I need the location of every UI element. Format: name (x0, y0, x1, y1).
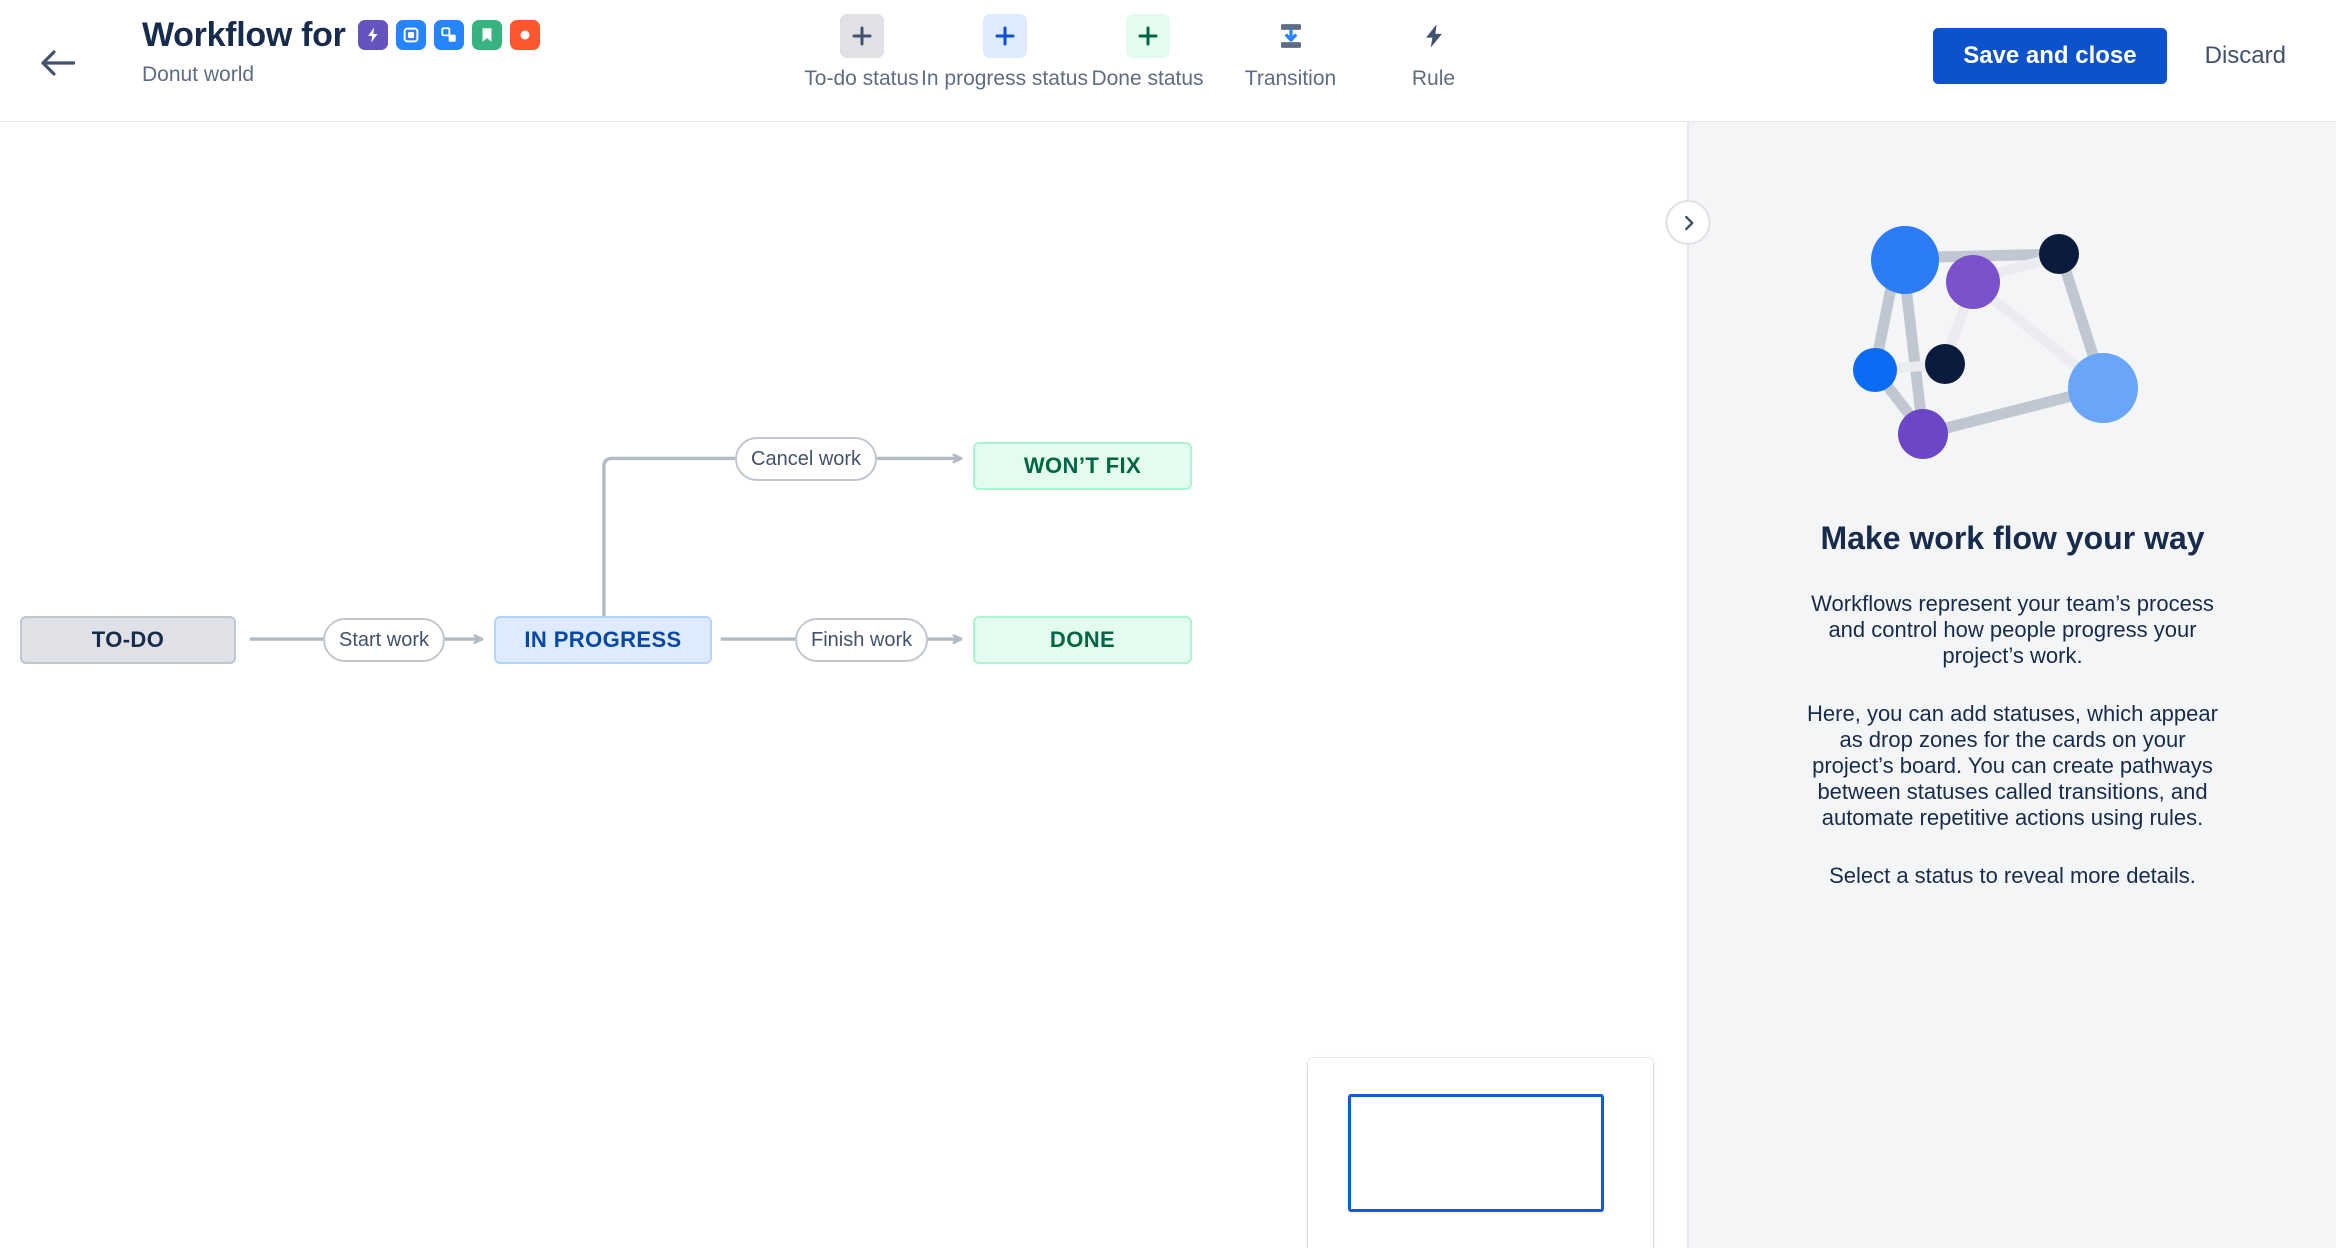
status-node-in-progress[interactable]: IN PROGRESS (494, 616, 712, 664)
issue-type-badges (357, 20, 540, 50)
arrow-left-icon (41, 50, 75, 76)
plus-icon (852, 26, 871, 46)
back-button[interactable] (35, 40, 81, 86)
page-title: Workflow for (142, 16, 346, 54)
header-actions: Save and close Discard (1933, 28, 2296, 84)
panel-paragraph-3: Select a status to reveal more details. (1829, 862, 2196, 888)
square-outline-badge[interactable] (395, 20, 426, 50)
lightning-icon (1425, 24, 1442, 48)
plus-icon (1138, 26, 1157, 46)
transition-label-finish-work[interactable]: Finish work (795, 618, 929, 662)
tool-rule-label: Rule (1411, 67, 1456, 90)
node-large-blue (1870, 226, 1939, 294)
status-node-done[interactable]: DONE (973, 616, 1192, 664)
status-node-todo[interactable]: TO-DO (20, 616, 236, 664)
node-purple-bottom (1897, 409, 1948, 459)
tool-inprogress-status[interactable]: In progress status (921, 14, 1088, 91)
plus-icon-inprogress (982, 14, 1027, 58)
panel-paragraph-1: Workflows represent your team’s process … (1811, 591, 2214, 668)
square-icon (403, 27, 418, 43)
lightning-icon-wrap (1412, 14, 1456, 58)
node-navy-top (2038, 234, 2079, 274)
subtask-icon (440, 27, 456, 42)
collapse-panel-button[interactable] (1665, 200, 1711, 245)
node-light-blue (2067, 353, 2138, 423)
transition-icon-wrap (1269, 14, 1313, 58)
lightning-badge[interactable] (357, 20, 388, 50)
circle-badge[interactable] (509, 20, 540, 50)
tool-todo-status[interactable]: To-do status (790, 14, 933, 91)
tool-todo-status-label: To-do status (804, 67, 919, 90)
node-navy-center (1924, 344, 1965, 384)
network-illustration (1852, 226, 2138, 459)
app-header: Workflow for (0, 0, 2336, 122)
bookmark-badge[interactable] (471, 20, 502, 50)
minimap-canvas[interactable] (1308, 1058, 1653, 1248)
plus-icon-todo (839, 14, 884, 58)
transition-label-cancel-work[interactable]: Cancel work (735, 437, 878, 481)
transition-icon (1280, 24, 1301, 48)
tool-transition[interactable]: Transition (1219, 14, 1362, 91)
plus-icon (995, 26, 1014, 46)
tool-done-status-label: Done status (1091, 67, 1204, 90)
status-node-wont-fix[interactable]: WON’T FIX (973, 442, 1192, 490)
chevron-right-icon (1684, 215, 1693, 230)
plus-icon-done (1125, 14, 1170, 58)
tool-inprogress-status-label: In progress status (921, 67, 1088, 90)
title-block: Workflow for (142, 18, 540, 87)
panel-title: Make work flow your way (1820, 520, 2205, 556)
info-panel: Make work flow your way Workflows repres… (1689, 122, 2336, 1248)
bookmark-icon (482, 28, 492, 42)
editor-body: TO-DO IN PROGRESS WON’T FIX DONE Start w… (0, 122, 2336, 1248)
node-purple (1945, 255, 2000, 309)
tool-rule[interactable]: Rule (1362, 14, 1505, 91)
node-blue-left (1852, 348, 1897, 392)
tool-done-status[interactable]: Done status (1076, 14, 1219, 91)
bolt-icon (367, 27, 378, 43)
save-and-close-button[interactable]: Save and close (1933, 28, 2167, 84)
discard-button[interactable]: Discard (2195, 28, 2296, 84)
panel-divider (1665, 122, 1711, 1248)
minimap-viewport[interactable] (1348, 1094, 1604, 1212)
project-subtitle: Donut world (142, 63, 255, 86)
panel-paragraph-2: Here, you can add statuses, which appear… (1807, 700, 2218, 830)
workflow-canvas[interactable]: TO-DO IN PROGRESS WON’T FIX DONE Start w… (0, 122, 1687, 1248)
minimap-panel (1308, 1058, 1653, 1248)
subtask-badge[interactable] (433, 20, 464, 50)
transition-label-start-work[interactable]: Start work (323, 618, 446, 662)
circle-icon (520, 30, 530, 40)
tool-transition-label: Transition (1244, 67, 1337, 90)
toolbar: To-do status In progress status Done sta… (790, 14, 1505, 91)
